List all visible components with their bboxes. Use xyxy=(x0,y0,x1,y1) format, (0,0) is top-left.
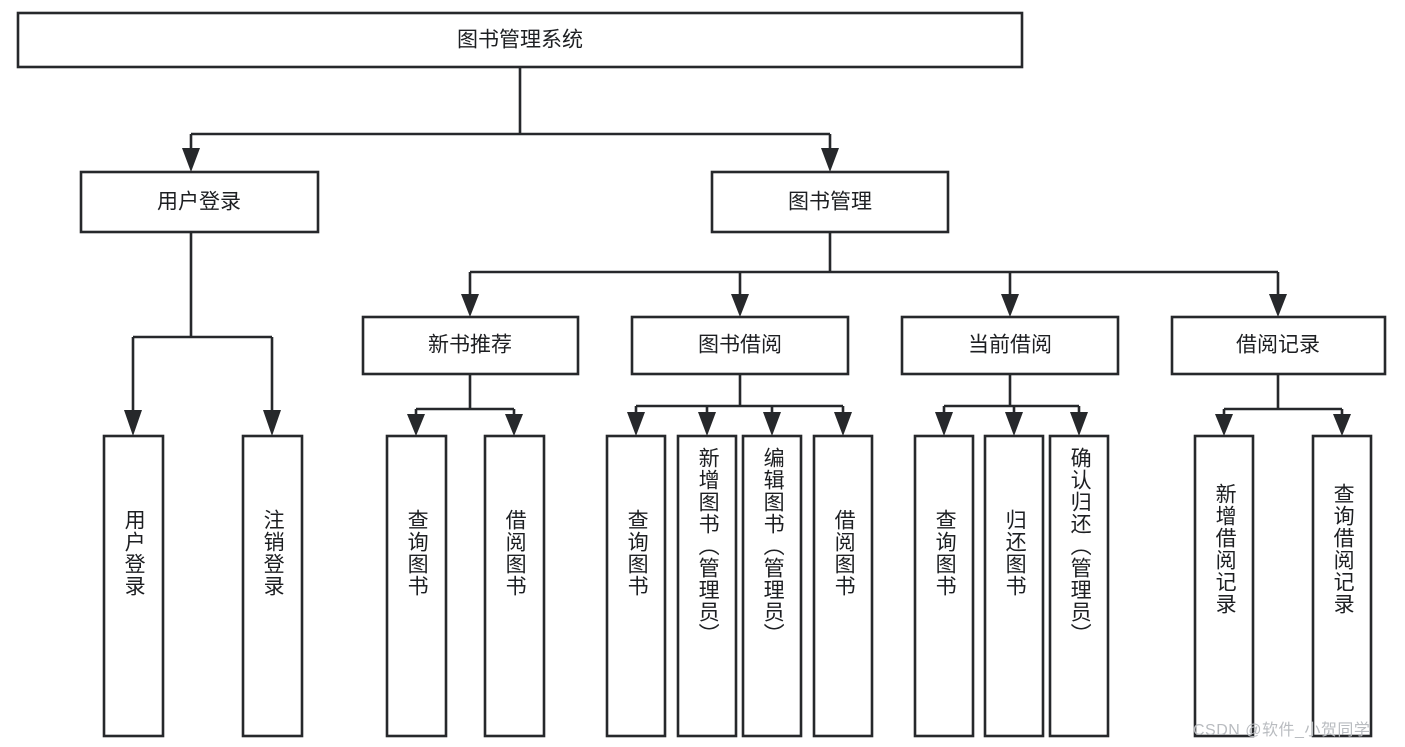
node-label-book-management: 图书管理 xyxy=(788,191,872,214)
node-label-leaf-logout: 注销登录 xyxy=(261,509,285,597)
node-label-leaf-query-borrow-record: 查询借阅记录 xyxy=(1331,483,1355,615)
arrow-head-bb-leaf-3 xyxy=(763,412,781,436)
node-box-leaf-borrow-book-bb[interactable] xyxy=(812,434,874,738)
node-box-user-login[interactable] xyxy=(79,170,320,234)
node-label-root: 图书管理系统 xyxy=(457,29,583,52)
arrow-head-new-book xyxy=(461,294,479,317)
node-label-leaf-return-book: 归还图书 xyxy=(1003,509,1027,597)
node-label-borrow-record: 借阅记录 xyxy=(1236,334,1320,357)
arrow-head-current-borrow xyxy=(1001,294,1019,317)
nodes-layer: 图书管理系统 用户登录 图书管理 新书推荐 图书借阅 当前借阅 借阅记录 xyxy=(16,11,1387,738)
node-box-new-book-recommend[interactable] xyxy=(361,315,580,376)
node-label-new-book-recommend: 新书推荐 xyxy=(428,334,512,357)
node-box-leaf-return-book[interactable] xyxy=(983,434,1045,738)
arrow-head-br-leaf-2 xyxy=(1333,414,1351,436)
node-box-current-borrow[interactable] xyxy=(900,315,1120,376)
node-box-borrow-record[interactable] xyxy=(1170,315,1387,376)
node-box-leaf-confirm-return[interactable] xyxy=(1048,434,1110,738)
node-label-leaf-edit-book: 编辑图书（管理员） xyxy=(761,447,785,645)
node-label-leaf-query-book-cb: 查询图书 xyxy=(933,509,957,597)
arrow-head-nb-leaf-2 xyxy=(505,414,523,436)
node-box-leaf-add-book[interactable] xyxy=(676,434,738,738)
node-label-leaf-add-borrow-record: 新增借阅记录 xyxy=(1213,483,1237,615)
node-box-leaf-user-login[interactable] xyxy=(102,434,165,738)
arrow-head-cb-leaf-3 xyxy=(1070,412,1088,436)
arrow-head-nb-leaf-1 xyxy=(407,414,425,436)
arrow-head-borrow-record xyxy=(1269,294,1287,317)
node-label-leaf-add-book: 新增图书（管理员） xyxy=(696,447,720,645)
arrow-head-cb-leaf-1 xyxy=(935,412,953,436)
node-box-book-borrow[interactable] xyxy=(630,315,850,376)
node-box-root[interactable] xyxy=(16,11,1024,69)
arrow-head-bb-leaf-1 xyxy=(627,412,645,436)
node-label-leaf-borrow-book-bb: 借阅图书 xyxy=(832,509,856,597)
node-box-leaf-add-borrow-record[interactable] xyxy=(1193,434,1255,738)
node-label-leaf-query-book-nb: 查询图书 xyxy=(405,509,429,597)
node-box-leaf-edit-book[interactable] xyxy=(741,434,803,738)
node-label-book-borrow: 图书借阅 xyxy=(698,334,782,357)
node-box-leaf-borrow-book-nb[interactable] xyxy=(483,434,546,738)
arrow-head-bb-leaf-4 xyxy=(834,412,852,436)
node-label-leaf-confirm-return: 确认归还（管理员） xyxy=(1068,447,1092,645)
node-label-current-borrow: 当前借阅 xyxy=(968,334,1052,357)
node-label-user-login: 用户登录 xyxy=(157,191,241,214)
node-box-leaf-query-borrow-record[interactable] xyxy=(1311,434,1373,738)
arrow-head-cb-leaf-2 xyxy=(1005,412,1023,436)
node-box-leaf-logout[interactable] xyxy=(241,434,304,738)
arrow-head-book-mgmt xyxy=(821,148,839,172)
arrow-head-leaf-user-login xyxy=(124,410,142,436)
node-label-leaf-user-login: 用户登录 xyxy=(122,509,146,597)
node-label-leaf-borrow-book-nb: 借阅图书 xyxy=(503,509,527,597)
arrow-head-br-leaf-1 xyxy=(1215,414,1233,436)
connectors-layer xyxy=(124,67,1351,436)
csdn-watermark: CSDN @软件_小贺同学 xyxy=(1193,722,1371,739)
arrow-head-bb-leaf-2 xyxy=(698,412,716,436)
arrow-head-user-login xyxy=(182,148,200,172)
node-box-leaf-query-book-cb[interactable] xyxy=(913,434,975,738)
arrow-head-leaf-logout xyxy=(263,410,281,436)
node-box-leaf-query-book-bb[interactable] xyxy=(605,434,667,738)
arrow-head-book-borrow xyxy=(731,294,749,317)
node-box-leaf-query-book-nb[interactable] xyxy=(385,434,448,738)
node-box-book-management[interactable] xyxy=(710,170,950,234)
node-label-leaf-query-book-bb: 查询图书 xyxy=(625,509,649,597)
